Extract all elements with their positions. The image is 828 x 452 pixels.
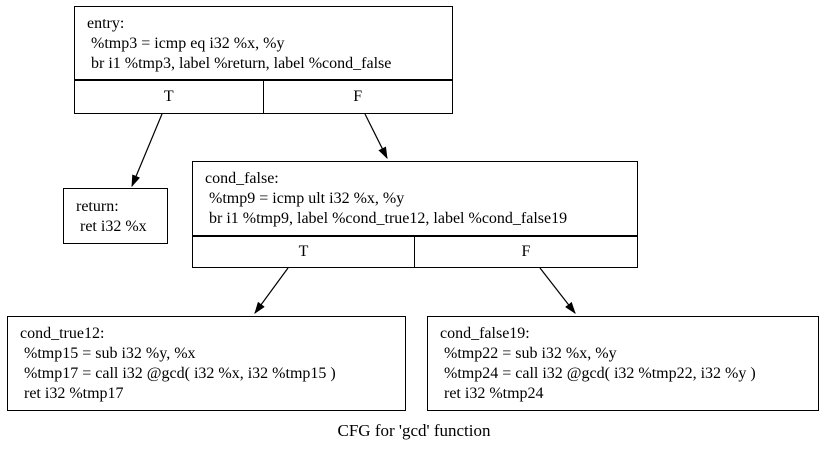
- node-return-body: return: ret i32 %x: [64, 189, 167, 241]
- node-entry-ports: T F: [75, 79, 452, 113]
- node-cond-true12: cond_true12: %tmp15 = sub i32 %y, %x %tm…: [7, 316, 406, 411]
- node-cond-false19-instr: ret i32 %tmp24: [440, 385, 544, 402]
- node-cond-false-title: cond_false:: [205, 170, 279, 187]
- edge-entry-false-arrow: [364, 113, 388, 160]
- edge-entry-true-arrow: [131, 113, 163, 188]
- node-cond-false-ports: T F: [193, 235, 637, 267]
- node-cond-false-true-port: T: [193, 237, 415, 267]
- node-entry-body: entry: %tmp3 = icmp eq i32 %x, %y br i1 …: [75, 7, 452, 78]
- node-entry-instr: br i1 %tmp3, label %return, label %cond_…: [87, 55, 392, 72]
- node-cond-false19-body: cond_false19: %tmp22 = sub i32 %x, %y %t…: [428, 317, 818, 408]
- node-cond-false19-instr: %tmp22 = sub i32 %x, %y: [440, 345, 617, 362]
- node-cond-true12-title: cond_true12:: [20, 325, 105, 342]
- node-cond-true12-instr: %tmp15 = sub i32 %y, %x: [20, 345, 196, 362]
- node-cond-false19-instr: %tmp24 = call i32 @gcd( i32 %tmp22, i32 …: [440, 365, 756, 382]
- node-cond-false-false-port: F: [521, 243, 531, 260]
- node-cond-false-body: cond_false: %tmp9 = icmp ult i32 %x, %y …: [193, 162, 637, 233]
- node-return-title: return:: [76, 198, 119, 215]
- node-return-instr: ret i32 %x: [76, 218, 147, 235]
- edge-condfalse-true-arrow: [254, 267, 289, 314]
- node-entry: entry: %tmp3 = icmp eq i32 %x, %y br i1 …: [74, 6, 453, 114]
- node-cond-true12-body: cond_true12: %tmp15 = sub i32 %y, %x %tm…: [8, 317, 405, 408]
- node-cond-false-instr: %tmp9 = icmp ult i32 %x, %y: [205, 190, 405, 207]
- node-cond-false19-title: cond_false19:: [440, 325, 530, 342]
- edge-condfalse-false-arrow: [539, 267, 576, 314]
- node-entry-false-port: F: [353, 88, 363, 105]
- node-return: return: ret i32 %x: [63, 188, 168, 244]
- node-cond-false: cond_false: %tmp9 = icmp ult i32 %x, %y …: [192, 161, 638, 268]
- node-cond-true12-instr: %tmp17 = call i32 @gcd( i32 %x, i32 %tmp…: [20, 365, 336, 382]
- node-entry-title: entry:: [87, 15, 125, 32]
- node-cond-false-instr: br i1 %tmp9, label %cond_true12, label %…: [205, 210, 568, 227]
- graph-caption: CFG for 'gcd' function: [337, 421, 491, 440]
- node-entry-true-port: T: [75, 81, 264, 113]
- node-entry-instr: %tmp3 = icmp eq i32 %x, %y: [87, 35, 285, 52]
- node-cond-true12-instr: ret i32 %tmp17: [20, 385, 124, 402]
- node-cond-false19: cond_false19: %tmp22 = sub i32 %x, %y %t…: [427, 316, 819, 411]
